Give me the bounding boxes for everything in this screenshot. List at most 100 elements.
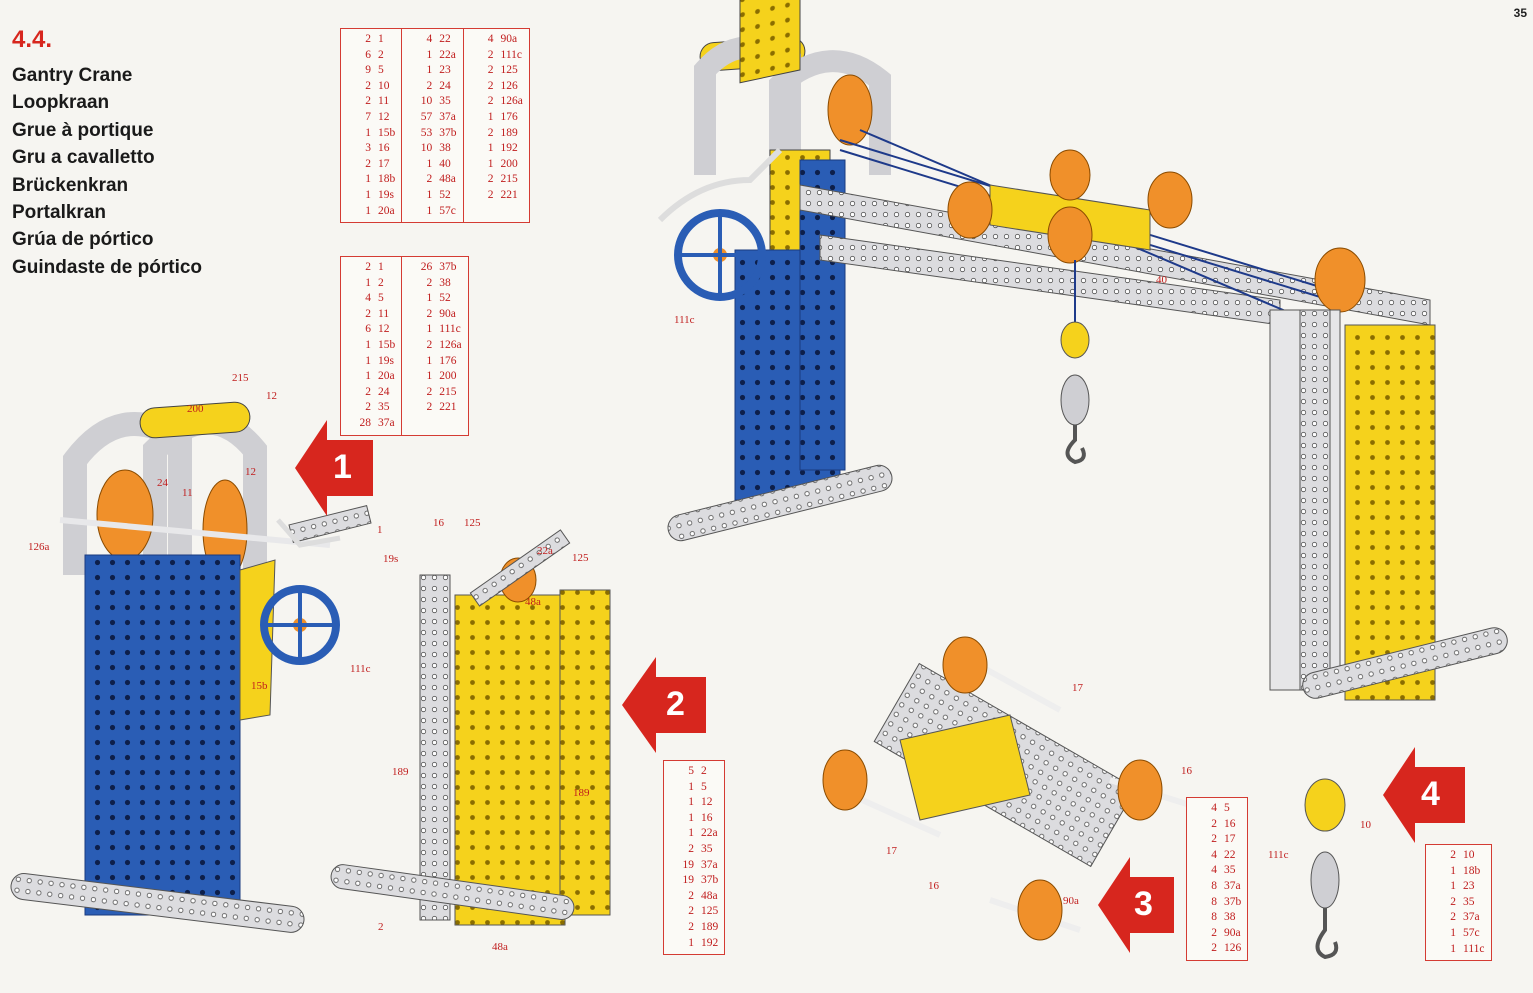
callout-label: 19s <box>383 553 399 565</box>
part-quantity: 2 <box>365 157 371 170</box>
part-quantity: 1 <box>426 292 433 305</box>
part-quantity: 8 <box>1211 911 1217 924</box>
step-1-number: 1 <box>333 448 352 486</box>
part-number: 221 <box>439 401 457 414</box>
callout-label: 111c <box>674 314 695 326</box>
part-quantity: 2 <box>1211 817 1217 830</box>
part-number: 20a <box>378 204 395 217</box>
part-row: 1 20a <box>353 204 395 220</box>
part-number: 18b <box>378 173 396 186</box>
part-quantity: 2 <box>365 261 371 273</box>
part-number: 48a <box>701 889 718 902</box>
part-number: 5 <box>378 64 384 77</box>
part-number: 35 <box>1463 895 1475 908</box>
step-4-arrow: 4 <box>1383 745 1467 850</box>
part-number: 22 <box>1224 848 1236 861</box>
part-quantity: 2 <box>426 79 433 92</box>
title-de: Brückenkran <box>12 174 129 196</box>
step3-illustration <box>822 636 1191 941</box>
part-quantity: 1 <box>688 780 694 793</box>
part-number: 10 <box>1463 849 1475 861</box>
part-quantity: 2 <box>688 905 694 918</box>
part-number: 189 <box>500 126 518 139</box>
part-quantity: 2 <box>487 48 494 61</box>
part-quantity: 2 <box>426 401 433 414</box>
part-number: 12 <box>378 323 390 336</box>
part-quantity: 19 <box>682 874 695 887</box>
part-quantity: 9 <box>365 64 371 77</box>
part-quantity: 6 <box>365 48 371 61</box>
part-quantity: 8 <box>1211 879 1217 892</box>
title-de-alt: Portalkran <box>12 202 106 224</box>
part-number: 2 <box>378 48 384 61</box>
callout-label: 125 <box>572 552 589 564</box>
part-quantity: 1 <box>688 827 694 840</box>
part-quantity: 2 <box>426 173 433 186</box>
model-title-list: Gantry Crane Loopkraan Grue à portique G… <box>12 62 202 281</box>
part-number: 221 <box>500 188 518 201</box>
part-quantity: 53 <box>420 126 433 139</box>
part-number: 35 <box>1224 864 1236 877</box>
part-number: 111c <box>439 323 461 336</box>
part-quantity: 1 <box>365 126 371 139</box>
part-number: 1 <box>378 261 384 273</box>
part-quantity: 1 <box>487 157 494 170</box>
part-quantity: 1 <box>365 204 371 217</box>
part-number: 126a <box>439 338 462 351</box>
part-quantity: 3 <box>365 142 371 155</box>
part-quantity: 2 <box>1211 833 1217 846</box>
part-number: 5 <box>701 780 707 793</box>
part-number: 23 <box>1463 880 1475 893</box>
part-row: 2 17 <box>353 157 395 173</box>
callout-label: 40 <box>1156 274 1167 286</box>
part-quantity: 2 <box>688 920 694 933</box>
callout-label: 16 <box>928 880 939 892</box>
part-quantity: 1 <box>1450 864 1456 877</box>
part-number: 12 <box>378 110 390 123</box>
part-quantity: 4 <box>1211 802 1217 814</box>
title-fr: Grue à portique <box>12 119 154 141</box>
part-number: 176 <box>500 110 518 123</box>
callout-label: 12 <box>245 466 256 478</box>
part-quantity: 1 <box>426 354 433 367</box>
callout-label: 48a <box>492 941 508 953</box>
part-row: 2 221 <box>414 400 461 416</box>
part-number: 17 <box>378 157 390 170</box>
part-number: 1 <box>378 33 384 45</box>
part-quantity: 1 <box>365 188 371 201</box>
callout-label: 22a <box>537 545 553 557</box>
callout-label: 189 <box>573 787 590 799</box>
part-number: 15b <box>378 338 396 351</box>
step-1-arrow: 1 <box>295 418 375 523</box>
part-quantity: 1 <box>426 323 433 336</box>
part-number: 2 <box>701 765 707 777</box>
part-number: 18b <box>1463 864 1481 877</box>
part-quantity: 2 <box>1450 895 1456 908</box>
